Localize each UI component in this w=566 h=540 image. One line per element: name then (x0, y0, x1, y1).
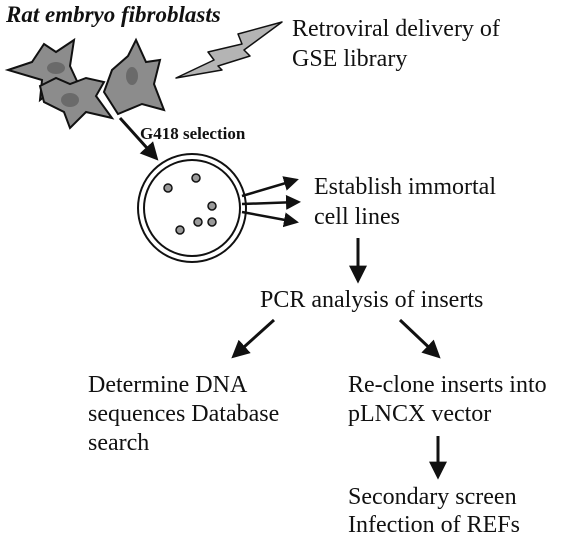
colony (163, 183, 173, 193)
establish-label-line1: Establish immortal (314, 174, 496, 200)
arrow-to-sequencing (231, 318, 276, 359)
arrow-to-cell-lines-2 (241, 194, 301, 210)
colony (207, 217, 217, 227)
determine-label-line3: search (88, 430, 150, 456)
arrow-to-reclone (398, 318, 441, 359)
colony (193, 217, 203, 227)
arrow-to-dish (118, 116, 159, 161)
lightning-icon (175, 21, 283, 79)
pcr-label: PCR analysis of inserts (260, 287, 484, 313)
cells-label: Rat embryo fibroblasts (6, 2, 221, 27)
arrow-to-cell-lines-3 (241, 210, 299, 228)
retroviral-label-line2: GSE library (292, 46, 408, 72)
petri-dish-icon (137, 153, 247, 263)
establish-label-line2: cell lines (314, 204, 400, 230)
secondary-label-line2: Infection of REFs (348, 512, 520, 538)
selection-label: G418 selection (140, 124, 246, 143)
colony (191, 173, 201, 183)
fibroblast-nucleus (61, 93, 79, 107)
fibroblast-nucleus (47, 62, 65, 74)
reclone-label-line1: Re-clone inserts into (348, 372, 547, 398)
secondary-label-line1: Secondary screen (348, 484, 517, 510)
reclone-label-line2: pLNCX vector (348, 401, 492, 427)
determine-label-line1: Determine DNA (88, 372, 248, 398)
arrow-to-cell-lines-1 (241, 176, 299, 198)
colony (175, 225, 185, 235)
retroviral-label-line1: Retroviral delivery of (292, 16, 500, 42)
colony (207, 201, 217, 211)
fibroblast-nucleus (126, 67, 138, 85)
determine-label-line2: sequences Database (88, 401, 280, 427)
fibroblast-cells (4, 37, 166, 130)
